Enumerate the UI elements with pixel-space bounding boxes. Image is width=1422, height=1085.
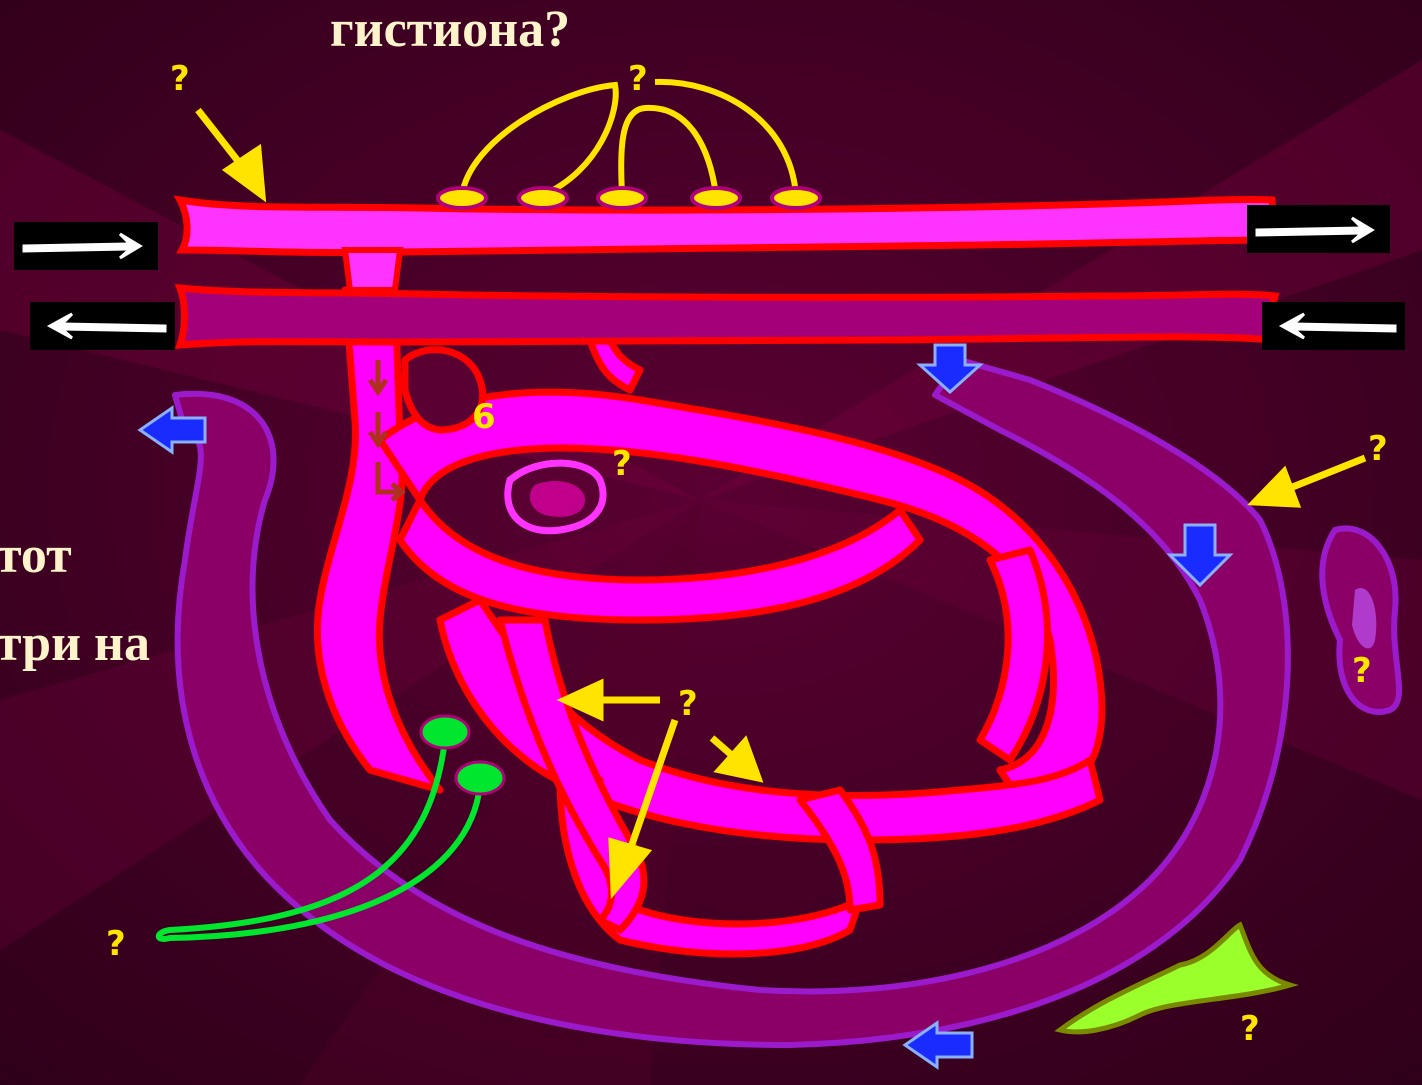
nerve-fibers-bottom [155,739,483,942]
fibroblast-cell [1054,921,1299,1035]
question-mark-label: ? [628,59,648,99]
dark-red-arrow-icon [367,360,407,502]
white-arrow-icon [1262,302,1405,350]
nerve-endings-bottom [419,714,506,796]
question-mark-label: ? [1240,1009,1260,1049]
question-mark-label: ? [1368,429,1388,469]
white-arrow-icon [1247,205,1390,253]
nerve-endings-top [436,186,822,210]
capillary-network [314,286,1106,958]
white-arrow-icon [30,302,175,350]
nerve-fibers-top [459,78,799,198]
slide-title: гистиона? [330,1,571,58]
number-label: 6 [472,397,496,437]
blue-arrow-icon [137,343,1234,1070]
yellow-pointer-arrows [195,107,1367,900]
question-mark-label: ? [612,444,632,484]
white-arrow-icon [14,222,158,270]
side-text-line: тот [0,527,72,584]
question-mark-label: ? [106,924,126,964]
question-mark-label: ? [678,684,698,724]
vessel-cross-section-lumen [529,480,585,517]
venule [174,283,1281,349]
side-text-line: три на [0,615,151,672]
arteriovenular-anastomosis [341,247,404,293]
question-mark-label: ? [170,59,190,99]
lymph-capillary-lumen [1352,588,1377,649]
question-mark-label: ? [1352,651,1372,691]
